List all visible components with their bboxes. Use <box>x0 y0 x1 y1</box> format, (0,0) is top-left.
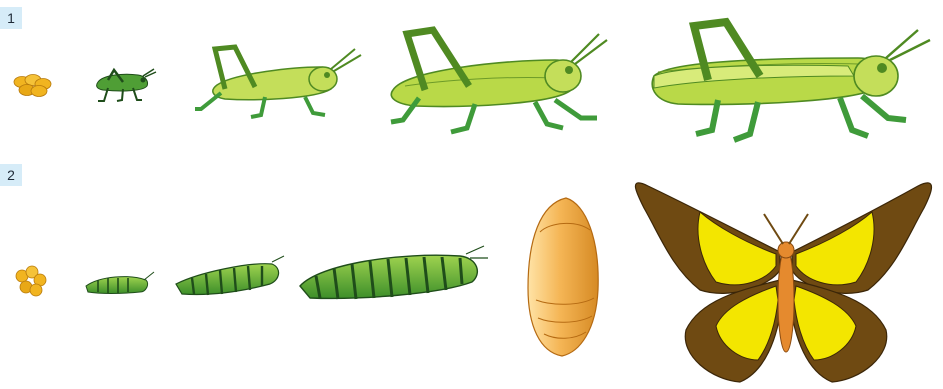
grasshopper-nymph-large <box>391 30 607 132</box>
grasshopper-nymph-small <box>97 69 156 101</box>
grasshopper-adult <box>652 22 930 140</box>
caterpillar-medium <box>176 256 284 295</box>
grasshopper-nymph-medium <box>195 47 361 117</box>
grasshopper-egg-cluster <box>14 75 51 97</box>
chrysalis-pupa <box>528 198 598 356</box>
butterfly-egg-cluster <box>16 266 46 296</box>
caterpillar-small <box>86 272 154 294</box>
caterpillar-large <box>300 246 488 299</box>
butterfly-adult <box>635 183 931 382</box>
